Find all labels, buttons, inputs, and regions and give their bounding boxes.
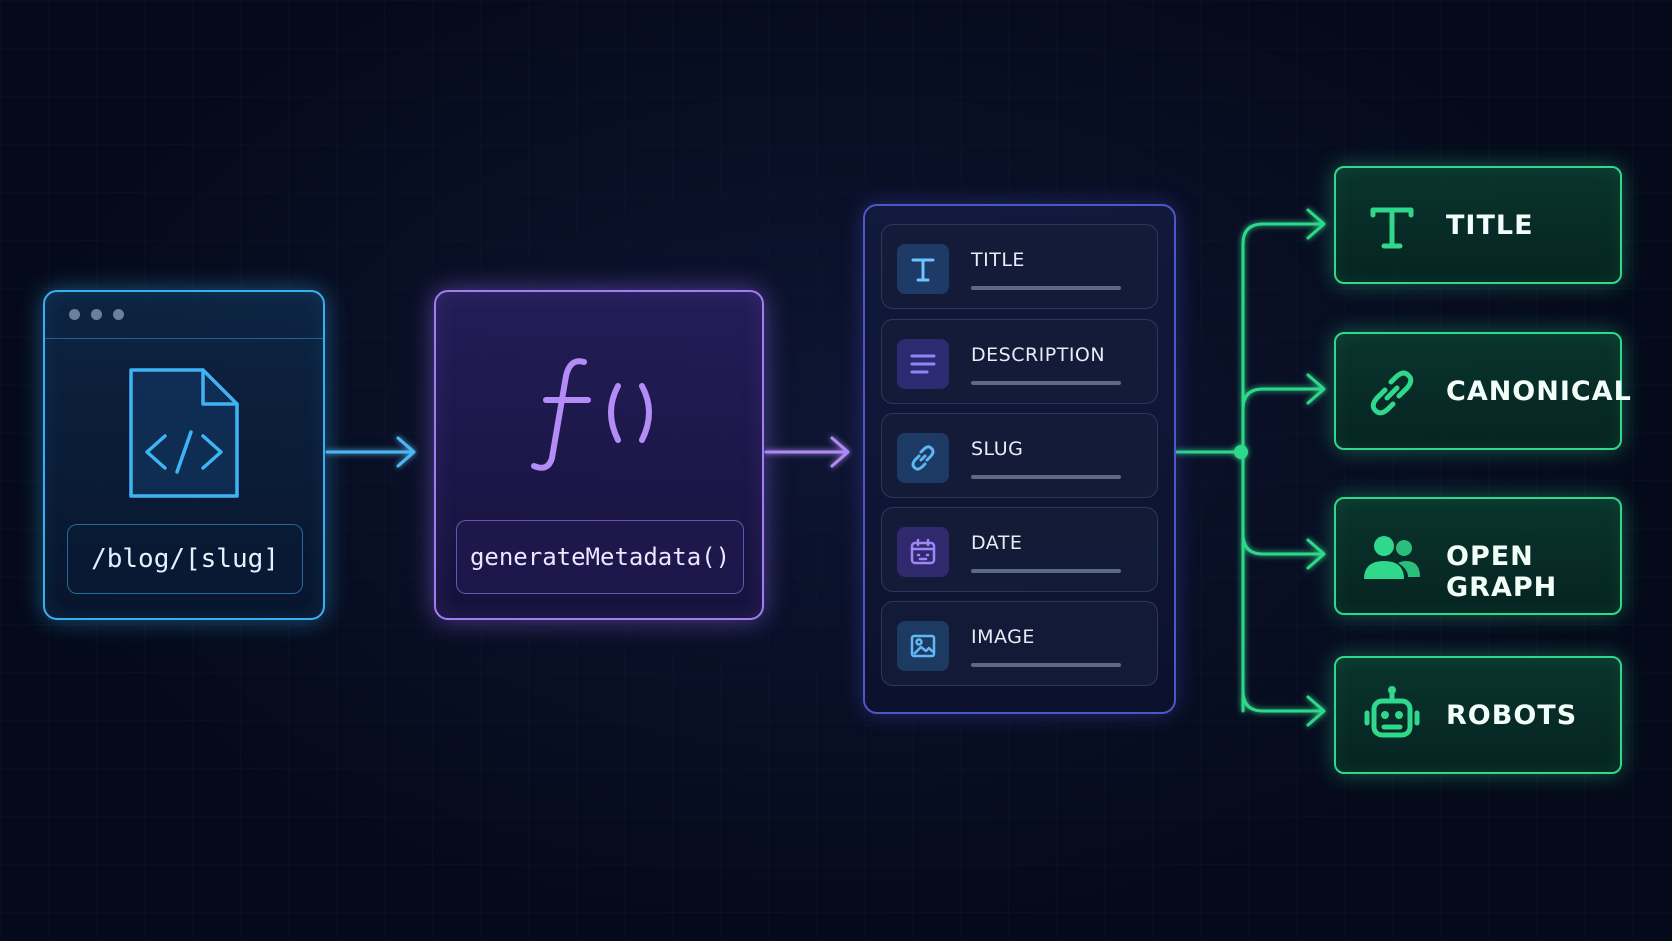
metadata-fields-panel: TITLE DESCRIPTION SLUG DATE IMAGE — [863, 204, 1176, 714]
field-value-placeholder — [971, 286, 1121, 290]
route-panel: /blog/[slug] — [43, 290, 325, 620]
output-title: TITLE — [1334, 166, 1622, 284]
route-path: /blog/[slug] — [67, 524, 303, 594]
field-value-placeholder — [971, 381, 1121, 385]
code-file-icon — [129, 368, 239, 498]
link-icon — [1362, 363, 1422, 423]
output-label: TITLE — [1446, 210, 1534, 241]
window-dot — [113, 309, 124, 320]
field-value-placeholder — [971, 475, 1121, 479]
output-label: OPEN GRAPH — [1446, 541, 1558, 603]
image-icon — [897, 621, 949, 671]
field-label: IMAGE — [971, 626, 1035, 648]
function-symbol-icon — [531, 358, 652, 471]
output-open-graph: OPEN GRAPH — [1334, 497, 1622, 615]
calendar-icon — [897, 527, 949, 577]
output-robots: ROBOTS — [1334, 656, 1622, 774]
field-description: DESCRIPTION — [881, 319, 1158, 404]
field-label: DESCRIPTION — [971, 344, 1106, 366]
output-label: ROBOTS — [1446, 700, 1578, 731]
robot-icon — [1362, 685, 1422, 745]
field-title: TITLE — [881, 224, 1158, 309]
field-value-placeholder — [971, 569, 1121, 573]
arrow-source-to-function — [325, 436, 416, 468]
field-date: DATE — [881, 507, 1158, 592]
text-t-icon — [897, 244, 949, 294]
function-call: generateMetadata() — [456, 520, 744, 594]
window-dot — [69, 309, 80, 320]
field-label: TITLE — [971, 249, 1025, 271]
output-label: CANONICAL — [1446, 376, 1632, 407]
field-slug: SLUG — [881, 413, 1158, 498]
field-value-placeholder — [971, 663, 1121, 667]
field-image: IMAGE — [881, 601, 1158, 686]
arrow-function-to-fields — [764, 436, 850, 468]
text-t-icon — [1362, 197, 1422, 257]
output-canonical: CANONICAL — [1334, 332, 1631, 450]
users-icon — [1362, 528, 1422, 588]
window-dot — [91, 309, 102, 320]
branch-fields-to-outputs — [1174, 208, 1326, 727]
window-titlebar — [45, 292, 323, 339]
function-panel: generateMetadata() — [434, 290, 764, 620]
field-label: DATE — [971, 532, 1023, 554]
link-icon — [897, 433, 949, 483]
text-lines-icon — [897, 339, 949, 389]
field-label: SLUG — [971, 438, 1024, 460]
